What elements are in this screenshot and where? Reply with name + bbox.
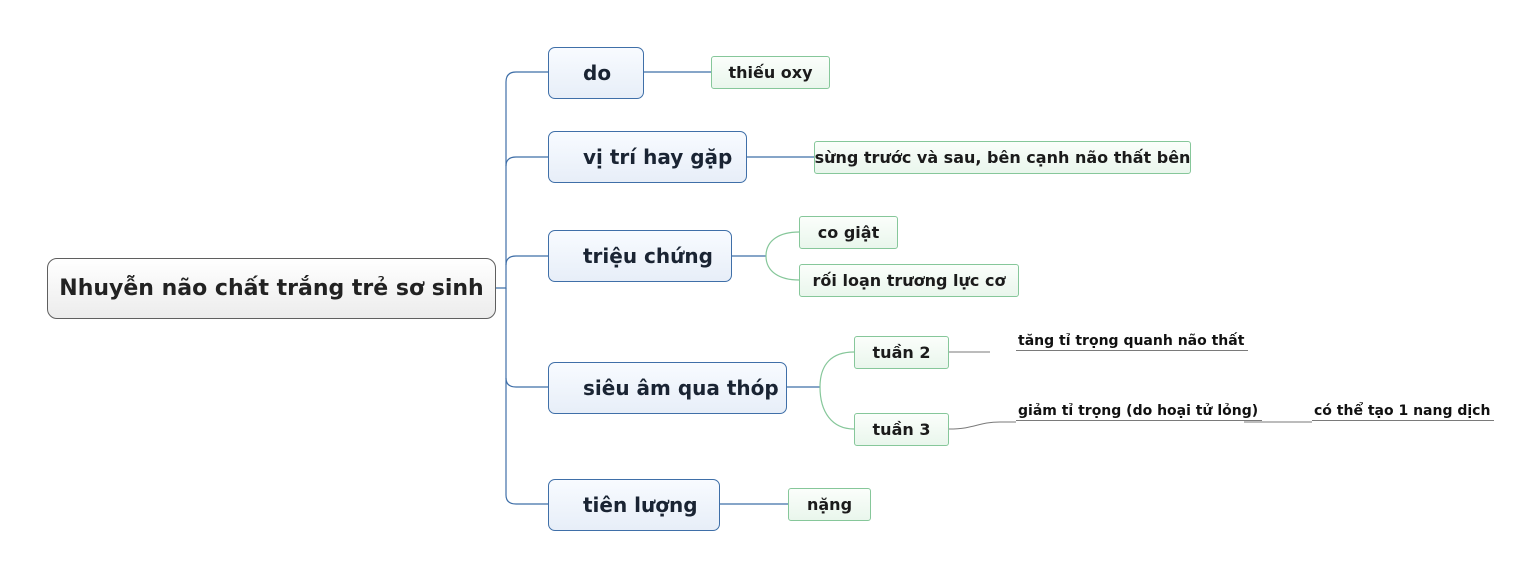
topic-tien-luong[interactable]: tiên lượng bbox=[548, 479, 720, 531]
connector-roi-loan bbox=[765, 255, 800, 281]
subtopic-co-giat[interactable]: co giật bbox=[799, 216, 898, 249]
subtopic-tuan-3[interactable]: tuần 3 bbox=[854, 413, 949, 446]
subtopic-nang[interactable]: nặng bbox=[788, 488, 871, 521]
leaf-giam-ti-trong[interactable]: giảm tỉ trọng (do hoại tử lỏng) bbox=[1016, 401, 1263, 421]
connector-root-vi-tri bbox=[505, 156, 548, 167]
topic-vi-tri-hay-gap[interactable]: vị trí hay gặp bbox=[548, 131, 747, 183]
topic-do[interactable]: do bbox=[548, 47, 644, 99]
connector-tuan-3 bbox=[819, 386, 855, 430]
connector-tuan-2 bbox=[819, 351, 855, 388]
topic-trieu-chung[interactable]: triệu chứng bbox=[548, 230, 732, 282]
connector-root-trieu-chung bbox=[505, 255, 548, 266]
leaf-tang-ti-trong[interactable]: tăng tỉ trọng quanh não thất bbox=[1016, 331, 1249, 351]
subtopic-tuan-2[interactable]: tuần 2 bbox=[854, 336, 949, 369]
subtopic-thieu-oxy[interactable]: thiếu oxy bbox=[711, 56, 830, 89]
connector-tuan-3-leaf bbox=[948, 421, 1016, 430]
connector-co-giat bbox=[765, 231, 800, 257]
connector-root-sieu-am bbox=[505, 288, 548, 388]
connector-root-do bbox=[496, 71, 548, 289]
leaf-nang-dich[interactable]: có thể tạo 1 nang dịch bbox=[1312, 401, 1495, 421]
root-topic[interactable]: Nhuyễn não chất trắng trẻ sơ sinh bbox=[47, 258, 496, 319]
subtopic-vi-tri-detail[interactable]: sừng trước và sau, bên cạnh não thất bên bbox=[814, 141, 1191, 174]
connector-root-tien-luong bbox=[505, 378, 548, 505]
subtopic-roi-loan-truong-luc-co[interactable]: rối loạn trương lực cơ bbox=[799, 264, 1019, 297]
topic-sieu-am-qua-thop[interactable]: siêu âm qua thóp bbox=[548, 362, 787, 414]
